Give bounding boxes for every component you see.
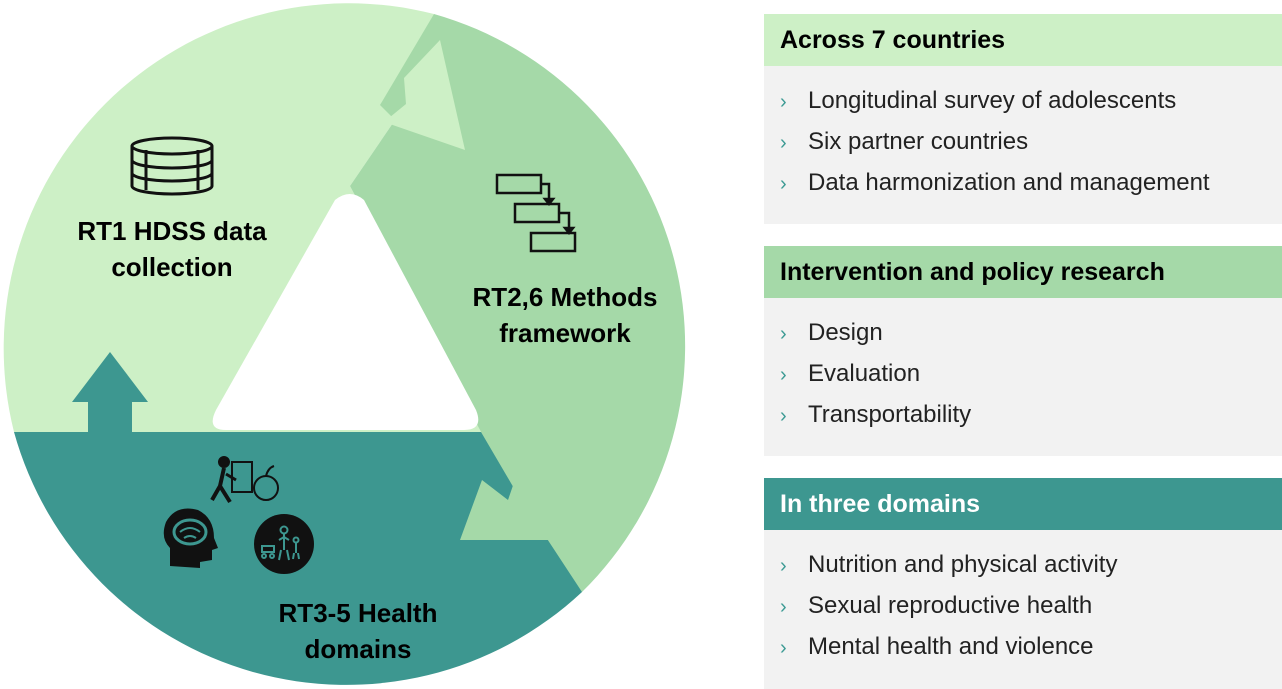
segment-label-rt3-5-line1: RT3-5 Health xyxy=(278,598,438,628)
segment-label-rt3-5: RT3-5 Health domains xyxy=(238,595,478,667)
panel-item-list: › Design › Evaluation › Transportability xyxy=(764,298,1282,435)
list-item: › Sexual reproductive health xyxy=(780,585,1282,626)
arrow-rt3-to-rt1 xyxy=(72,352,148,432)
panel-title: Across 7 countries xyxy=(764,14,1282,66)
list-item: › Mental health and violence xyxy=(780,626,1282,667)
panel-title: Intervention and policy research xyxy=(764,246,1282,298)
list-item: › Six partner countries xyxy=(780,121,1282,162)
list-item: › Transportability xyxy=(780,394,1282,435)
list-item-text: Six partner countries xyxy=(808,128,1029,155)
cycle-diagram xyxy=(3,3,686,685)
bullet-icon: › xyxy=(780,323,787,345)
panel-item-list: › Longitudinal survey of adolescents › Six… xyxy=(764,66,1282,203)
list-item-text: Data harmonization and management xyxy=(808,169,1210,196)
list-item: › Design xyxy=(780,312,1282,353)
list-item: › Longitudinal survey of adolescents xyxy=(780,80,1282,121)
panel-title: In three domains xyxy=(764,478,1282,530)
bullet-icon: › xyxy=(780,364,787,386)
segment-label-rt1-line1: RT1 HDSS data xyxy=(77,216,267,246)
segment-label-rt1-line2: collection xyxy=(111,252,233,282)
segment-label-rt3-5-line2: domains xyxy=(304,634,412,664)
list-item-text: Sexual reproductive health xyxy=(808,592,1093,619)
brain-head-icon xyxy=(163,508,218,568)
list-item-text: Nutrition and physical activity xyxy=(808,551,1118,578)
panel-three-domains: In three domains › Nutrition and physical… xyxy=(764,478,1282,689)
list-item: › Evaluation xyxy=(780,353,1282,394)
center-triangle xyxy=(212,194,479,430)
panel-intervention-policy: Intervention and policy research › Design… xyxy=(764,246,1282,456)
bullet-icon: › xyxy=(780,555,787,577)
bullet-icon: › xyxy=(780,132,787,154)
database-icon xyxy=(130,136,214,196)
bullet-icon: › xyxy=(780,596,787,618)
arrow-rt1-to-rt2 xyxy=(384,40,465,150)
bullet-icon: › xyxy=(780,91,787,113)
arrow-rt2-to-rt3 xyxy=(460,465,565,540)
flowchart-icon xyxy=(495,173,577,253)
panel-across-countries: Across 7 countries › Longitudinal survey … xyxy=(764,14,1282,224)
list-item-text: Transportability xyxy=(808,401,972,428)
segment-label-rt2-6-line1: RT2,6 Methods xyxy=(472,282,658,312)
segment-label-rt2-6: RT2,6 Methods framework xyxy=(440,279,690,351)
list-item-text: Evaluation xyxy=(808,360,921,387)
nutrition-activity-icon xyxy=(210,456,279,504)
bullet-icon: › xyxy=(780,637,787,659)
list-item-text: Mental health and violence xyxy=(808,633,1094,660)
list-item: › Data harmonization and management xyxy=(780,162,1282,203)
panel-item-list: › Nutrition and physical activity › Sexual… xyxy=(764,530,1282,667)
family-icon xyxy=(254,514,314,574)
list-item-text: Design xyxy=(808,319,883,346)
list-item: › Nutrition and physical activity xyxy=(780,544,1282,585)
bullet-icon: › xyxy=(780,173,787,195)
bullet-icon: › xyxy=(780,405,787,427)
list-item-text: Longitudinal survey of adolescents xyxy=(808,87,1177,114)
segment-label-rt1: RT1 HDSS data collection xyxy=(52,213,292,285)
segment-rt2-6 xyxy=(350,14,686,592)
segment-label-rt2-6-line2: framework xyxy=(499,318,631,348)
